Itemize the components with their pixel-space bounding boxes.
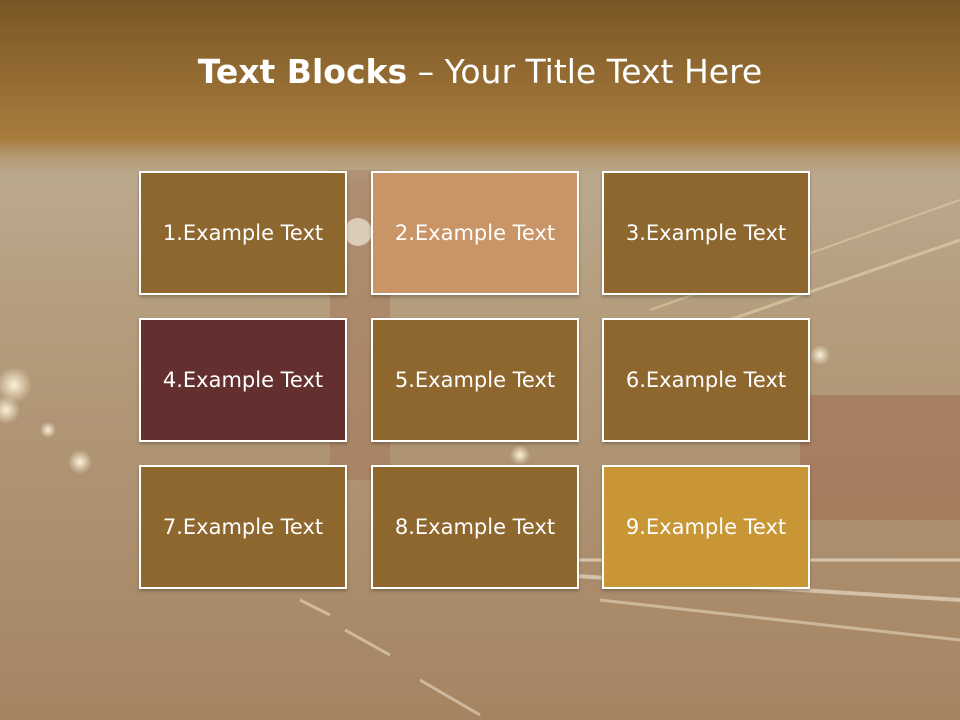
text-block-7[interactable]: 7.Example Text bbox=[139, 465, 347, 589]
text-block-label: 6.Example Text bbox=[625, 368, 787, 392]
text-block-5[interactable]: 5.Example Text bbox=[371, 318, 579, 442]
text-block-8[interactable]: 8.Example Text bbox=[371, 465, 579, 589]
title-separator: – bbox=[407, 52, 445, 91]
text-block-1[interactable]: 1.Example Text bbox=[139, 171, 347, 295]
text-block-label: 2.Example Text bbox=[394, 221, 556, 245]
text-block-3[interactable]: 3.Example Text bbox=[602, 171, 810, 295]
text-block-label: 7.Example Text bbox=[162, 515, 324, 539]
text-block-label: 3.Example Text bbox=[625, 221, 787, 245]
text-block-4[interactable]: 4.Example Text bbox=[139, 318, 347, 442]
text-block-label: 9.Example Text bbox=[625, 515, 787, 539]
slide-title: Text Blocks – Your Title Text Here bbox=[0, 52, 960, 91]
text-block-6[interactable]: 6.Example Text bbox=[602, 318, 810, 442]
text-block-9[interactable]: 9.Example Text bbox=[602, 465, 810, 589]
text-block-label: 1.Example Text bbox=[162, 221, 324, 245]
title-rest: Your Title Text Here bbox=[444, 52, 763, 91]
title-bold-part: Text Blocks bbox=[197, 52, 408, 91]
text-block-label: 4.Example Text bbox=[162, 368, 324, 392]
text-block-label: 8.Example Text bbox=[394, 515, 556, 539]
text-block-label: 5.Example Text bbox=[394, 368, 556, 392]
text-block-2[interactable]: 2.Example Text bbox=[371, 171, 579, 295]
